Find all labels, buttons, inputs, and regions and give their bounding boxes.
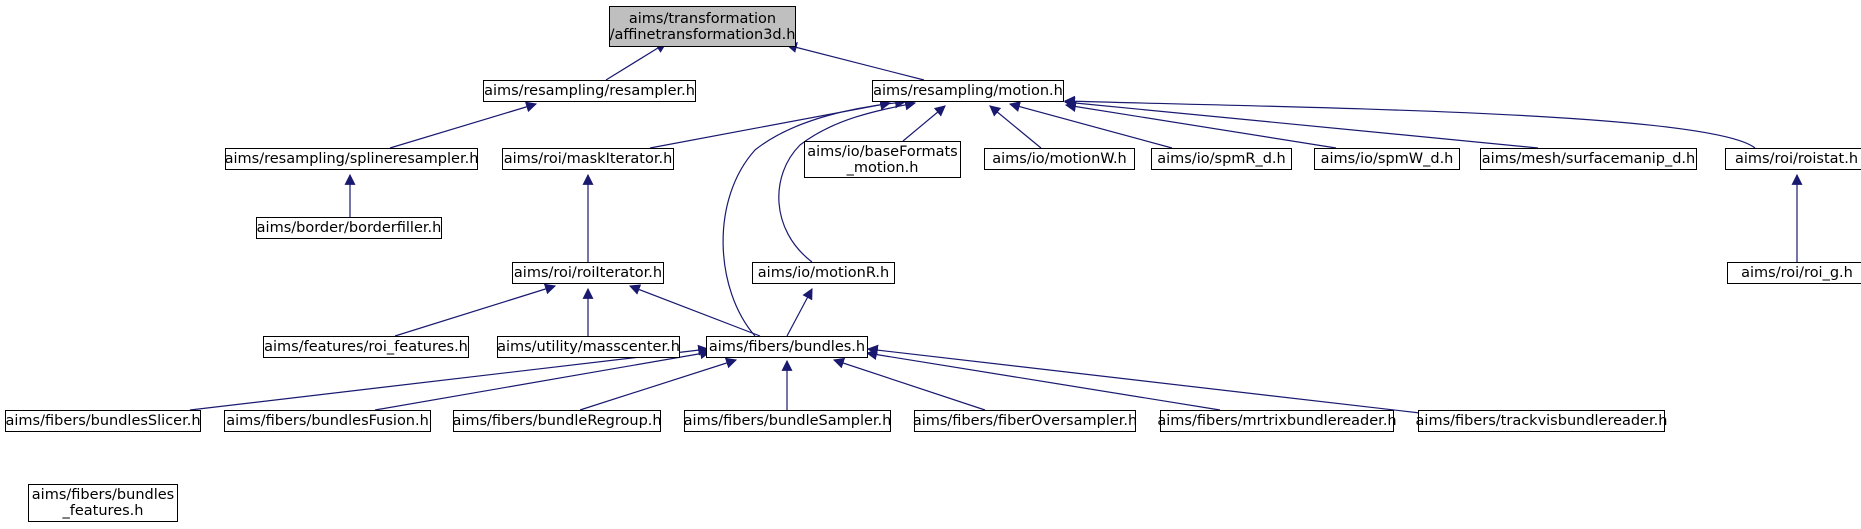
node-motionw[interactable]: aims/io/motionW.h <box>984 148 1135 170</box>
edge-surface-to-motion <box>1063 97 1539 149</box>
edge-features-to-roiit <box>394 283 557 337</box>
edge-mrtrix-to-bundles <box>865 349 1221 411</box>
node-motionr[interactable]: aims/io/motionR.h <box>752 262 895 284</box>
edge-motion-to-affine <box>785 42 925 81</box>
node-label-line: aims/io/spmW_d.h <box>1320 151 1454 167</box>
node-label-line: /affinetransformation3d.h <box>609 26 796 43</box>
node-label-line: aims/roi/maskIterator.h <box>503 151 673 167</box>
edge-spmr-to-motion <box>1008 101 1173 149</box>
node-roi-features[interactable]: aims/features/roi_features.h <box>263 336 469 358</box>
node-label-line: aims/io/motionR.h <box>757 265 890 281</box>
edge-motionw-to-motion <box>989 105 1042 149</box>
node-label-line: aims/resampling/resampler.h <box>484 83 695 99</box>
edge-slicer-to-bundles <box>189 344 710 411</box>
node-label-line: aims/fibers/bundleRegroup.h <box>452 413 662 429</box>
node-label-line: aims/border/borderfiller.h <box>256 220 442 236</box>
node-label-line: aims/transformation <box>628 10 777 27</box>
node-bundles[interactable]: aims/fibers/bundles.h <box>706 336 868 358</box>
node-label-line: aims/utility/masscenter.h <box>497 339 680 355</box>
node-roistat[interactable]: aims/roi/roistat.h <box>1725 148 1861 170</box>
edge-resampler-to-affine <box>605 42 667 81</box>
node-affinetransformation3d[interactable]: aims/transformation /affinetransformatio… <box>609 6 796 47</box>
edge-bundles-to-motionr <box>786 288 813 337</box>
node-masscenter[interactable]: aims/utility/masscenter.h <box>497 336 680 358</box>
node-roiiterator[interactable]: aims/roi/roiIterator.h <box>512 262 664 284</box>
node-label-line: aims/fibers/bundlesSlicer.h <box>5 413 201 429</box>
node-bundlesfusion[interactable]: aims/fibers/bundlesFusion.h <box>224 410 431 432</box>
node-bundlesampler[interactable]: aims/fibers/bundleSampler.h <box>684 410 891 432</box>
node-label-line: aims/features/roi_features.h <box>264 339 468 355</box>
node-label-line: aims/resampling/motion.h <box>873 83 1063 99</box>
node-label-line: aims/fibers/bundlesFusion.h <box>226 413 429 429</box>
node-motion[interactable]: aims/resampling/motion.h <box>872 80 1064 102</box>
edge-motionr-to-motion <box>778 99 917 263</box>
node-baseformats-motion[interactable]: aims/io/baseFormats _motion.h <box>804 141 961 178</box>
node-label-line: aims/io/spmR_d.h <box>1157 151 1286 167</box>
node-spmw-d[interactable]: aims/io/spmW_d.h <box>1314 148 1460 170</box>
edge-oversampler-to-bundles <box>832 357 986 411</box>
node-borderfiller[interactable]: aims/border/borderfiller.h <box>256 217 442 239</box>
node-fiberoversampler[interactable]: aims/fibers/fiberOversampler.h <box>912 410 1138 432</box>
node-surfacemanip-d[interactable]: aims/mesh/surfacemanip_d.h <box>1480 148 1697 170</box>
node-label-line: aims/fibers/bundles <box>31 487 175 503</box>
node-label-line: aims/io/motionW.h <box>992 151 1127 167</box>
node-label-line: aims/mesh/surfacemanip_d.h <box>1481 151 1696 167</box>
edge-bundles-to-roiit <box>628 284 761 337</box>
edge-fusion-to-bundles <box>374 348 712 411</box>
node-splineresampler[interactable]: aims/resampling/splineresampler.h <box>225 148 478 170</box>
edge-baseformats-to-motion <box>902 105 946 142</box>
edge-trackvis-to-bundles <box>866 344 1421 414</box>
node-label-line: _motion.h <box>846 159 919 176</box>
node-trackvisbundlereader[interactable]: aims/fibers/trackvisbundlereader.h <box>1415 410 1668 432</box>
edge-regroup-to-bundles <box>579 357 738 411</box>
node-label-line: aims/roi/roiIterator.h <box>513 265 663 281</box>
edge-roistat-to-motion <box>1063 95 1756 149</box>
node-label-line: aims/fibers/mrtrixbundlereader.h <box>1157 413 1397 429</box>
node-label-line: aims/resampling/splineresampler.h <box>224 151 479 167</box>
node-label-line: aims/io/baseFormats <box>807 143 958 160</box>
node-bundles-features[interactable]: aims/fibers/bundles _features.h <box>28 484 178 522</box>
node-bundlesslicer[interactable]: aims/fibers/bundlesSlicer.h <box>5 410 201 432</box>
node-label-line: aims/roi/roi_g.h <box>1741 265 1853 281</box>
edge-bundles-to-motion <box>722 97 907 337</box>
node-roi-g[interactable]: aims/roi/roi_g.h <box>1727 262 1861 284</box>
edge-spline-to-resampler <box>389 101 538 149</box>
node-resampler[interactable]: aims/resampling/resampler.h <box>483 80 696 102</box>
node-mrtrixbundlereader[interactable]: aims/fibers/mrtrixbundlereader.h <box>1157 410 1397 432</box>
node-maskiterator[interactable]: aims/roi/maskIterator.h <box>502 148 674 170</box>
node-label-line: aims/roi/roistat.h <box>1734 151 1859 167</box>
node-label-line: aims/fibers/fiberOversampler.h <box>912 413 1138 429</box>
node-label-line: aims/fibers/bundleSampler.h <box>683 413 892 429</box>
node-label-line: _features.h <box>62 503 144 519</box>
node-label-line: aims/fibers/bundles.h <box>708 339 866 355</box>
node-bundleregroup[interactable]: aims/fibers/bundleRegroup.h <box>452 410 662 432</box>
edge-spmw-to-motion <box>1064 101 1337 149</box>
node-spmr-d[interactable]: aims/io/spmR_d.h <box>1151 148 1292 170</box>
node-label-line: aims/fibers/trackvisbundlereader.h <box>1415 413 1668 429</box>
